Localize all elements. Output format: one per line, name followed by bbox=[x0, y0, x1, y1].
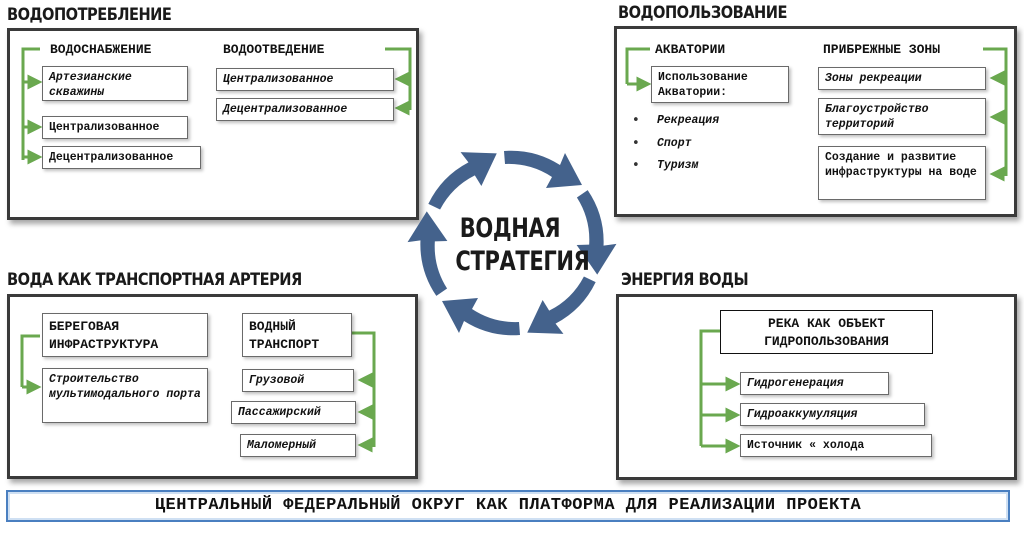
supply-item: Централизованное bbox=[42, 116, 188, 139]
energy-title: ЭНЕРГИЯ ВОДЫ bbox=[621, 270, 749, 290]
footer-banner: ЦЕНТРАЛЬНЫЙ ФЕДЕРАЛЬНЫЙ ОКРУГ КАК ПЛАТФО… bbox=[6, 490, 1010, 522]
coastal-zone-item: Зоны рекреации bbox=[818, 67, 986, 90]
drainage-item: Централизованное bbox=[216, 68, 394, 91]
energy-item: Источник « холода bbox=[740, 434, 932, 457]
bullet-dot: • bbox=[632, 136, 640, 151]
bullet-dot: • bbox=[632, 113, 640, 128]
aquatoria-bullet: Рекреация bbox=[657, 114, 720, 127]
coastal-zone-item: Благоустройство территорий bbox=[818, 98, 986, 135]
bullet-dot: • bbox=[632, 158, 640, 173]
center-line-2: СТРАТЕГИЯ bbox=[455, 246, 590, 277]
coastal-zones-header: ПРИБРЕЖНЫЕ ЗОНЫ bbox=[823, 42, 941, 57]
supply-item: Артезианские скважины bbox=[42, 66, 188, 101]
center-title: ВОДНАЯ СТРАТЕГИЯ bbox=[455, 212, 590, 278]
transport-type: Пассажирский bbox=[231, 401, 356, 424]
coastal-infrastructure: БЕРЕГОВАЯ ИНФРАСТРУКТУРА bbox=[42, 313, 208, 357]
river-object: РЕКА КАК ОБЪЕКТ ГИДРОПОЛЬЗОВАНИЯ bbox=[720, 310, 933, 354]
supply-header: ВОДОСНАБЖЕНИЕ bbox=[50, 42, 152, 57]
use-title: ВОДОПОЛЬЗОВАНИЕ bbox=[618, 3, 787, 23]
supply-item: Децентрализованное bbox=[42, 146, 201, 169]
drainage-item: Децентрализованное bbox=[216, 98, 394, 121]
consumption-title: ВОДОПОТРЕБЛЕНИЕ bbox=[7, 5, 172, 25]
coastal-zone-item: Создание и развитие инфраструктуры на во… bbox=[818, 146, 986, 200]
transport-title: ВОДА КАК ТРАНСПОРТНАЯ АРТЕРИЯ bbox=[7, 270, 302, 290]
drainage-header: ВОДООТВЕДЕНИЕ bbox=[223, 42, 325, 57]
footer-text: ЦЕНТРАЛЬНЫЙ ФЕДЕРАЛЬНЫЙ ОКРУГ КАК ПЛАТФО… bbox=[154, 496, 862, 515]
center-line-1: ВОДНАЯ bbox=[459, 213, 561, 244]
energy-item: Гидрогенерация bbox=[740, 372, 889, 395]
aquatoria-header: АКВАТОРИИ bbox=[655, 42, 726, 57]
aquatoria-bullet: Туризм bbox=[657, 159, 699, 172]
water-transport: ВОДНЫЙ ТРАНСПОРТ bbox=[242, 313, 352, 357]
transport-type: Маломерный bbox=[240, 434, 356, 457]
consumption-panel bbox=[7, 28, 419, 220]
aquatoria-usage: Использование Акватории: bbox=[651, 66, 789, 103]
cycle-arrows bbox=[407, 150, 617, 336]
energy-item: Гидроаккумуляция bbox=[740, 403, 925, 426]
multimodal-port: Строительство мультимодального порта bbox=[42, 368, 208, 423]
transport-type: Грузовой bbox=[242, 369, 354, 392]
aquatoria-bullet: Спорт bbox=[657, 137, 692, 150]
